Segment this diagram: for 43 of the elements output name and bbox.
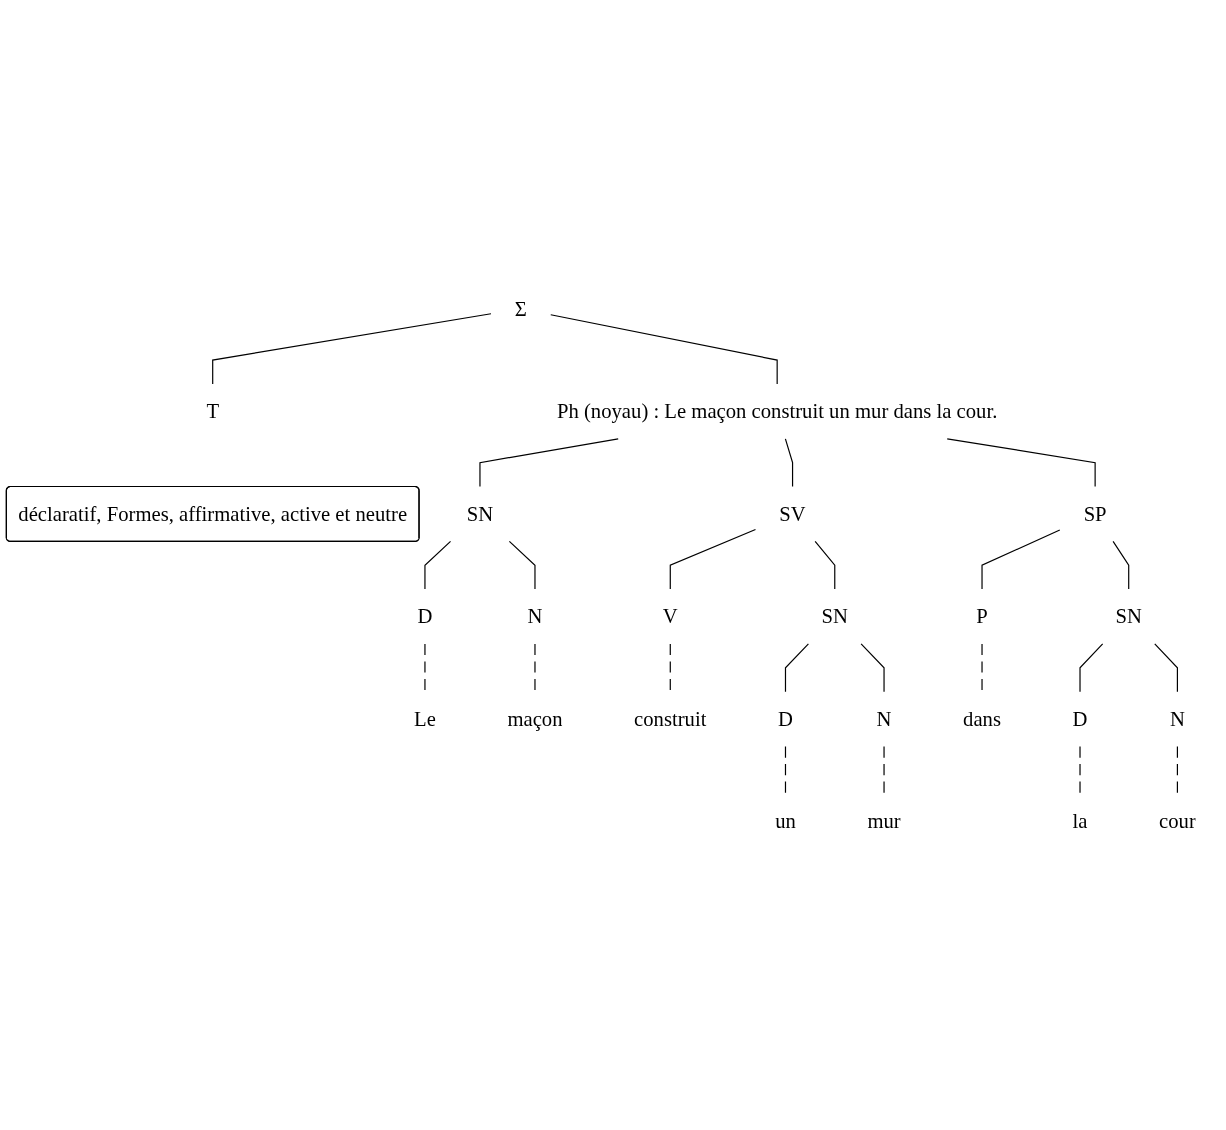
connector: [1079, 643, 1104, 693]
connector: [1176, 745, 1178, 795]
node-text: D: [1072, 707, 1088, 731]
node-text: N: [1169, 707, 1185, 731]
node-text: Le: [414, 707, 436, 731]
node-text: N: [876, 707, 892, 731]
node-text: un: [775, 809, 796, 833]
connector: [814, 540, 836, 590]
connector: [784, 745, 787, 795]
node-text: maçon: [507, 707, 563, 731]
connector: [784, 437, 794, 487]
node-text: SN: [821, 604, 848, 628]
connector: [508, 540, 536, 590]
connector: [860, 643, 885, 693]
node-text: SV: [779, 502, 806, 526]
node-text: D: [417, 604, 433, 628]
node-text: V: [662, 604, 678, 628]
node-text: P: [976, 604, 988, 628]
connector: [1154, 643, 1178, 693]
node-text: la: [1072, 809, 1088, 833]
node-text: SP: [1083, 502, 1107, 526]
connector: [1112, 540, 1130, 590]
connector: [212, 312, 492, 385]
node-text: mur: [867, 809, 901, 833]
node-text: D: [778, 707, 793, 731]
connector: [550, 313, 778, 385]
node-text: T: [206, 399, 220, 423]
connector: [424, 540, 452, 590]
node-text: SN: [1115, 604, 1142, 628]
connector: [981, 529, 1061, 590]
connector: [784, 643, 809, 693]
node-text: construit: [634, 707, 707, 731]
node-text: Ph (noyau) : Le maçon construit un mur dans la cour.: [556, 399, 998, 423]
node-text: dans: [963, 707, 1001, 731]
node-text: N: [527, 604, 543, 628]
connector: [669, 528, 757, 590]
node-text: cour: [1159, 809, 1196, 833]
node-text: Σ: [514, 297, 527, 321]
connector: [669, 643, 671, 693]
connector: [946, 437, 1096, 487]
connector: [479, 437, 619, 487]
connector: [424, 643, 426, 693]
node-text: SN: [466, 502, 494, 526]
